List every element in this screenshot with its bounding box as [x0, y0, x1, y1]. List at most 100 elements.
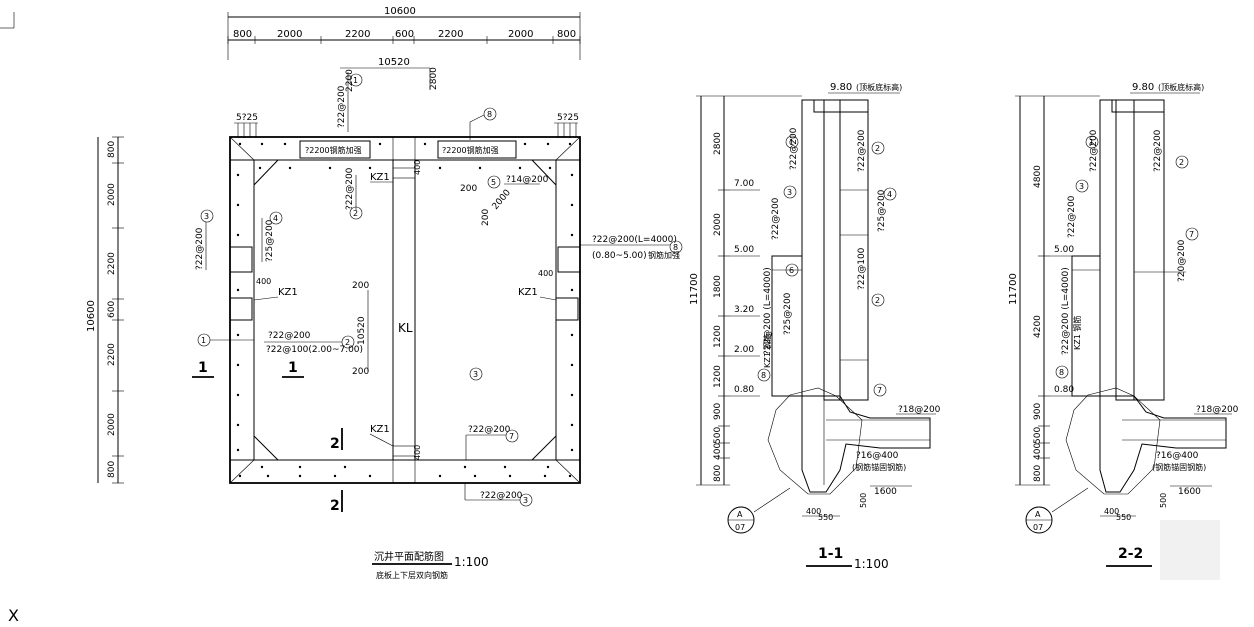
sec2-rebar-18: ?18@200	[1196, 405, 1239, 415]
plan-view: 10600 800 2000 2200 600 2200 2000 800 10…	[86, 6, 683, 580]
plan-dim-total-left: 10600	[86, 300, 97, 332]
plan-dim-top-4: 600	[395, 29, 414, 40]
sec1-top-note: (顶板底标高)	[856, 82, 902, 92]
plan-dim-left-4: 600	[107, 301, 117, 318]
sec1-detail-bottom: 07	[735, 523, 745, 532]
plan-beam-left: ?2200钢筋加强	[305, 145, 362, 155]
plan-kz1-left: KZ1	[278, 287, 298, 298]
plan-scale: 1:100	[454, 555, 489, 569]
sec2-dim-2: 4200	[1033, 315, 1043, 338]
plan-rebar-bottom-inner: ?22@200	[468, 425, 511, 435]
plan-val-200c: 200	[460, 184, 477, 194]
sec1-dim-4: 1200	[713, 325, 723, 348]
plan-rebar-14: ?14@200	[506, 175, 549, 185]
plan-rebar-bottom: ?22@200	[480, 491, 523, 501]
plan-kz1-bottom: KZ1	[370, 424, 390, 435]
sec1-level-5: 0.80	[734, 385, 754, 395]
plan-dim-top-7: 800	[557, 29, 576, 40]
svg-text:2: 2	[353, 209, 358, 218]
plan-val-400d: 400	[538, 269, 553, 278]
plan-dim-10520-v: 10520	[357, 316, 367, 345]
plan-rebar-mid-b: ?22@100(2.00~7.00)	[266, 345, 363, 355]
svg-text:3: 3	[1079, 182, 1084, 191]
plan-dim-top-1: 800	[233, 29, 252, 40]
plan-dim-left-3: 2200	[107, 252, 117, 275]
svg-text:2: 2	[875, 144, 880, 153]
plan-val-400b: 400	[413, 445, 422, 460]
sec1-dim-3: 1800	[713, 275, 723, 298]
plan-dim-top-2: 2000	[277, 29, 302, 40]
plan-dim-inner: 10520	[378, 57, 410, 68]
plan-section-1-right: 1	[288, 360, 298, 376]
sec1-rebar-e: ?22@100	[857, 247, 867, 290]
plan-rebar-top-mid: ?22@200	[345, 167, 355, 210]
sec1-dim-2: 2000	[713, 213, 723, 236]
svg-text:8: 8	[1059, 368, 1064, 377]
sec1-rebar-g: ?22@200 (L=4000)	[763, 267, 773, 355]
sec1-level-3: 3.20	[734, 305, 754, 315]
svg-text:4: 4	[273, 214, 278, 223]
plan-dim-left-7: 800	[107, 461, 117, 478]
plan-section-2-bottom: 2	[330, 498, 340, 514]
sec1-rebar-note: (钢筋锚固钢筋)	[852, 462, 906, 472]
sec2-dim-3: 900	[1033, 403, 1043, 420]
sec1-dim-1600: 1600	[874, 487, 897, 497]
plan-dim-top-6: 2000	[508, 29, 533, 40]
sec2-dim-550: 550	[1116, 513, 1131, 522]
sec1-dim-550: 550	[818, 513, 833, 522]
sec2-top-level: 9.80	[1132, 82, 1154, 93]
plan-beam-right: ?2200钢筋加强	[442, 145, 499, 155]
sec2-dim-1: 4800	[1033, 165, 1043, 188]
plan-val-200e: 200	[481, 209, 491, 226]
plan-rebar-right-b: (0.80~5.00)	[592, 251, 647, 261]
plan-val-2000: 2000	[491, 188, 514, 212]
svg-text:6: 6	[789, 266, 794, 275]
sec1-rebar-h: KZ1 钢筋	[762, 334, 772, 368]
sec1-name: 1-1	[818, 546, 843, 562]
plan-kz1-top: KZ1	[370, 172, 390, 183]
sec2-rebar-c: ?22@200	[1153, 129, 1163, 172]
svg-text:3: 3	[473, 370, 478, 379]
plan-val-400a: 400	[413, 160, 422, 175]
svg-text:8: 8	[487, 110, 492, 119]
sec2-detail-bottom: 07	[1033, 523, 1043, 532]
sec1-dim-7: 500	[713, 427, 723, 444]
plan-rebar-left-b: ?25@200	[265, 219, 275, 262]
sec1-level-2: 5.00	[734, 245, 754, 255]
svg-text:7: 7	[509, 432, 514, 441]
sec2-dim-1600: 1600	[1178, 487, 1201, 497]
sec2-rebar-b: ?22@200	[1067, 195, 1077, 238]
plan-rebar-right-c: 钢筋加强	[648, 250, 680, 260]
svg-text:7: 7	[877, 386, 882, 395]
plan-val-200a: 200	[352, 281, 369, 291]
plan-dim-left-1: 800	[107, 141, 117, 158]
section-2-2: 4800 4200 900 500 400 800 11700 5.00 0.8…	[1008, 82, 1239, 580]
sec1-rebar-f: ?25@200	[783, 292, 793, 335]
plan-dim-top-5: 2200	[438, 29, 463, 40]
sec2-dim-400: 400	[1104, 507, 1119, 516]
svg-text:2: 2	[875, 296, 880, 305]
cursor-mark: X	[8, 606, 19, 625]
sec2-total: 11700	[1008, 273, 1019, 305]
sec1-scale: 1:100	[854, 557, 889, 571]
sec1-rebar-d: ?25@200	[877, 189, 887, 232]
svg-text:7: 7	[1189, 230, 1194, 239]
sec1-detail-top: A	[737, 510, 743, 519]
svg-text:1: 1	[789, 138, 794, 147]
sec2-rebar-g: ?22@200 (L=4000)	[1061, 267, 1071, 355]
plan-val-200b: 200	[352, 367, 369, 377]
sec1-top-level: 9.80	[830, 82, 852, 93]
sec1-rebar-b: ?22@200	[771, 197, 781, 240]
sec1-rebar-16: ?16@400	[856, 451, 899, 461]
plan-title: 沉井平面配筋图	[374, 550, 444, 563]
sec2-level-2: 0.80	[1054, 385, 1074, 395]
plan-dim-total-top: 10600	[384, 6, 416, 17]
svg-text:1: 1	[1089, 138, 1094, 147]
plan-section-1-left: 1	[198, 360, 208, 376]
sec2-name: 2-2	[1118, 546, 1143, 562]
svg-text:8: 8	[761, 371, 766, 380]
plan-corner-left: 5?25	[236, 113, 258, 123]
sec1-rebar-a: ?22@200	[789, 127, 799, 170]
svg-text:5: 5	[491, 178, 496, 187]
